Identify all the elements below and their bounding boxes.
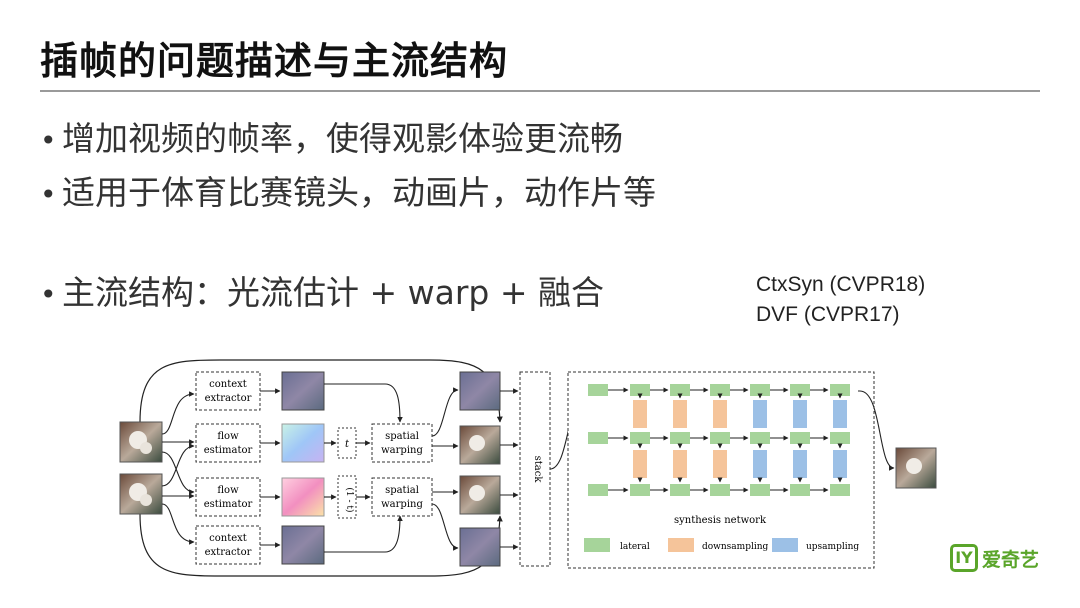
- lateral-block: [830, 432, 850, 444]
- legend-swatch-upsampling: [772, 538, 798, 552]
- lateral-block: [670, 432, 690, 444]
- legend-upsampling: upsampling: [806, 542, 859, 552]
- downsampling-block: [673, 400, 687, 428]
- lateral-block: [588, 432, 608, 444]
- svg-text:spatial: spatial: [385, 431, 419, 442]
- slide-title: 插帧的问题描述与主流结构: [40, 39, 509, 83]
- logo-mark: IY: [950, 544, 978, 572]
- bullet-text: 增加视频的帧率，使得观影体验更流畅: [62, 119, 623, 158]
- lateral-block: [670, 384, 690, 396]
- scale-one-minus-t: (1 - t): [337, 475, 357, 519]
- legend-swatch-downsampling: [668, 538, 694, 552]
- lateral-block: [830, 484, 850, 496]
- downsampling-block: [673, 450, 687, 478]
- output-frame: [895, 447, 937, 489]
- lateral-block: [630, 384, 650, 396]
- spatial-warping-2: spatial warping: [371, 477, 433, 517]
- svg-text:extractor: extractor: [205, 547, 252, 558]
- svg-text:context: context: [209, 379, 247, 390]
- lateral-block: [710, 384, 730, 396]
- svg-text:spatial: spatial: [385, 485, 419, 496]
- upsampling-block: [793, 400, 807, 428]
- synthesis-network-label: synthesis network: [674, 515, 767, 526]
- input-frame-1: [119, 421, 163, 463]
- legend: lateral downsampling upsampling: [584, 538, 859, 552]
- lateral-block: [710, 484, 730, 496]
- bullet-item: •增加视频的帧率，使得观影体验更流畅: [40, 112, 656, 166]
- synthesis-network: synthesis network lateral downsampling u…: [567, 371, 875, 569]
- stack-block: stack: [519, 371, 551, 567]
- upsampling-block: [833, 400, 847, 428]
- lateral-block: [750, 384, 770, 396]
- svg-text:t: t: [345, 439, 350, 450]
- spatial-warping-1: spatial warping: [371, 423, 433, 463]
- downsampling-block: [713, 450, 727, 478]
- bullet-text: 适用于体育比赛镜头，动画片，动作片等: [62, 173, 656, 212]
- lateral-block: [588, 484, 608, 496]
- svg-text:flow: flow: [217, 431, 239, 442]
- lateral-block: [750, 484, 770, 496]
- lateral-block: [790, 384, 810, 396]
- svg-text:context: context: [209, 533, 247, 544]
- bullet-text: 主流结构：光流估计 + warp + 融合: [62, 273, 604, 312]
- context-extractor-top: context extractor: [195, 371, 261, 411]
- lateral-block: [830, 384, 850, 396]
- context-extractor-bottom: context extractor: [195, 525, 261, 565]
- lateral-block: [630, 432, 650, 444]
- iqiyi-logo: IY 爱奇艺: [950, 544, 1039, 572]
- flow-estimator-2: flow estimator: [195, 477, 261, 517]
- context-features-bottom: [281, 525, 325, 565]
- title-divider: [40, 90, 1040, 92]
- svg-text:warping: warping: [381, 499, 423, 510]
- bullet-item: •适用于体育比赛镜头，动画片，动作片等: [40, 166, 656, 220]
- reference-ctxsyn: CtxSyn (CVPR18): [756, 273, 926, 296]
- bullet-dot: •: [40, 178, 57, 211]
- logo-text: 爱奇艺: [982, 548, 1040, 571]
- downsampling-block: [633, 400, 647, 428]
- warped-frame-1: [459, 425, 501, 465]
- upsampling-block: [793, 450, 807, 478]
- lateral-block: [750, 432, 770, 444]
- svg-text:warping: warping: [381, 445, 423, 456]
- warped-frame-2: [459, 475, 501, 515]
- svg-text:estimator: estimator: [204, 445, 253, 456]
- lateral-block: [710, 432, 730, 444]
- warped-context-bottom: [459, 527, 501, 567]
- lateral-block: [790, 432, 810, 444]
- context-features-top: [281, 371, 325, 411]
- lateral-block: [670, 484, 690, 496]
- bullet-dot: •: [40, 124, 57, 157]
- svg-text:extractor: extractor: [205, 393, 252, 404]
- optical-flow-map-2: [281, 477, 325, 517]
- flow-estimator-1: flow estimator: [195, 423, 261, 463]
- bullet-item: •主流结构：光流估计 + warp + 融合: [40, 266, 656, 320]
- downsampling-block: [633, 450, 647, 478]
- legend-swatch-lateral: [584, 538, 610, 552]
- references: CtxSyn (CVPR18) DVF (CVPR17): [756, 270, 925, 330]
- svg-text:(1 - t): (1 - t): [344, 487, 355, 512]
- legend-downsampling: downsampling: [702, 542, 769, 552]
- scale-t: t: [337, 427, 357, 459]
- upsampling-block: [833, 450, 847, 478]
- legend-lateral: lateral: [620, 542, 650, 552]
- synthesis-grid: [588, 384, 850, 496]
- bullet-dot: •: [40, 278, 57, 311]
- frame-interpolation-diagram: context extractor flow estimator flow es…: [119, 359, 937, 577]
- downsampling-block: [713, 400, 727, 428]
- bullet-list: •增加视频的帧率，使得观影体验更流畅 •适用于体育比赛镜头，动画片，动作片等 •…: [40, 112, 656, 320]
- upsampling-block: [753, 400, 767, 428]
- upsampling-block: [753, 450, 767, 478]
- input-frame-2: [119, 473, 163, 515]
- svg-text:flow: flow: [217, 485, 239, 496]
- lateral-block: [790, 484, 810, 496]
- optical-flow-map-1: [281, 423, 325, 463]
- reference-dvf: DVF (CVPR17): [756, 303, 900, 326]
- svg-text:estimator: estimator: [204, 499, 253, 510]
- svg-text:stack: stack: [532, 456, 543, 484]
- lateral-block: [630, 484, 650, 496]
- lateral-block: [588, 384, 608, 396]
- warped-context-top: [459, 371, 501, 411]
